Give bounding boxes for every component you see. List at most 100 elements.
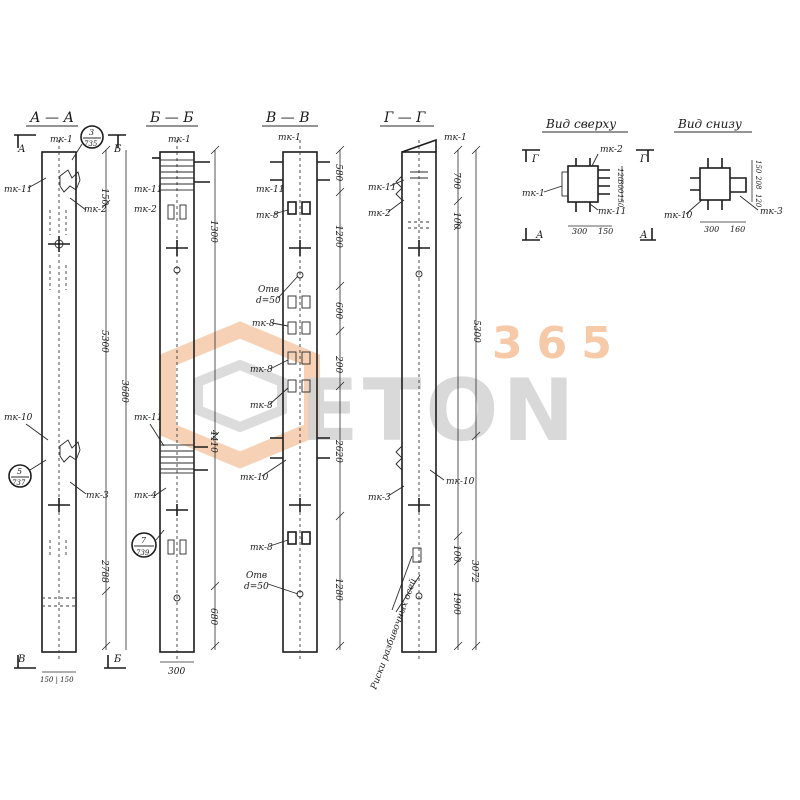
label-gg-mk2: тк-2 <box>368 209 391 219</box>
watermark: 365 ETON <box>160 318 626 469</box>
bottom-view-title: Вид снизу <box>677 117 742 131</box>
dim-vv-600: 600 <box>333 302 343 319</box>
section-vv: В — В тк-1 тк-11 тк-8 Отв d=50 тк-8 т <box>240 110 345 660</box>
label-bb-mk11b: тк-11 <box>134 413 162 423</box>
dim-aa-150: 150 <box>99 188 109 205</box>
section-vv-title: В — В <box>265 110 309 126</box>
dim-gg-100b: 100 <box>451 545 461 562</box>
dim-gg-5300: 5300 <box>471 320 481 343</box>
label-vv-otv2d: d=50 <box>244 582 269 592</box>
label-vv-mk8b: тк-8 <box>252 319 275 329</box>
ref-aa-2-top: 5 <box>17 467 22 476</box>
dim-bb-1300: 1300 <box>208 220 218 243</box>
label-bb-mk2: тк-2 <box>134 205 157 215</box>
watermark-brand: ETON <box>300 361 579 461</box>
dim-bb-4410: 4410 <box>208 429 218 453</box>
top-dim-150: 150 <box>598 227 613 236</box>
dim-aa-5300: 5300 <box>99 330 109 353</box>
dim-gg-3072: 3072 <box>469 560 479 583</box>
dim-vv-2620: 2620 <box>333 439 343 463</box>
top-cut-a1: А <box>535 230 544 241</box>
ref-circle-aa-2 <box>8 464 32 488</box>
top-label-mk2: тк-2 <box>600 145 623 155</box>
label-gg-mk10: тк-10 <box>446 477 475 487</box>
dim-vv-1200: 1200 <box>333 225 343 248</box>
label-gg-mk11: тк-11 <box>368 183 396 193</box>
ref-circle-bb <box>131 532 157 558</box>
label-vv-otv1d: d=50 <box>256 296 281 306</box>
section-aa-title: А — А <box>29 110 74 126</box>
dim-bb-680: 680 <box>208 608 218 625</box>
watermark-hex-logo <box>160 321 320 469</box>
bottom-view: Вид снизу тк-10 тк-3 300 160 208 150 120 <box>664 117 783 234</box>
dim-vv-580: 580 <box>333 164 343 181</box>
dim-vv-200: 200 <box>333 355 343 373</box>
dim-gg-100a: 100 <box>451 212 461 229</box>
bottom-label-mk3: тк-3 <box>760 207 783 217</box>
label-bb-mk4: тк-4 <box>134 491 157 501</box>
dim-bb-300: 300 <box>168 667 185 677</box>
section-gg-title: Г — Г <box>383 110 426 126</box>
section-aa: А — А А Б тк-1 тк-11 тк-2 тк-10 тк-3 <box>4 110 129 684</box>
dim-aa-2788: 2788 <box>99 559 109 583</box>
dim-vv-1280: 1280 <box>333 578 343 601</box>
label-aa-mk10: тк-10 <box>4 413 33 423</box>
bottom-dim-150: 150 <box>754 160 762 174</box>
top-label-mk1: тк-1 <box>522 189 545 199</box>
ref-bb-top: 7 <box>141 536 147 545</box>
top-label-mk11: тк-11 <box>598 207 626 217</box>
dim-aa-3680: 3680 <box>119 380 129 403</box>
ref-aa-2-bot: 737 <box>12 479 26 487</box>
label-aa-mk11: тк-11 <box>4 185 32 195</box>
top-view: Вид сверху Г Г А А тк-2 тк-1 тк-11 300 1… <box>522 117 656 241</box>
label-gg-mk1: тк-1 <box>444 133 467 143</box>
top-dim-120: 120 <box>616 168 624 182</box>
label-vv-otv1: Отв <box>258 285 279 295</box>
label-gg-note: Риски разбивочных осей <box>368 577 419 692</box>
ref-bb-bot: 739 <box>136 549 150 557</box>
section-bb-title: Б — Б <box>149 110 193 126</box>
dim-gg-700: 700 <box>451 172 461 189</box>
label-vv-mk10: тк-10 <box>240 473 269 483</box>
section-bb: Б — Б тк-1 тк-11 тк-2 тк-11 тк-4 7 73 <box>104 110 220 677</box>
cut-label-bb-b: Б <box>113 654 122 665</box>
cut-label-b: Б <box>113 144 122 155</box>
top-view-body <box>567 165 599 203</box>
label-aa-mk1: тк-1 <box>50 135 73 145</box>
top-cut-a2: А <box>639 230 648 241</box>
dim-gg-1900: 1900 <box>451 592 461 615</box>
label-vv-otv2: Отв <box>246 571 267 581</box>
dim-aa-150-150: 150 | 150 <box>40 676 74 684</box>
label-vv-mk8d: тк-8 <box>250 401 273 411</box>
bottom-dim-120: 120 <box>754 194 762 208</box>
label-vv-mk8a: тк-8 <box>256 211 279 221</box>
bottom-view-body <box>699 167 731 201</box>
top-dim-150v: 150 <box>616 194 624 208</box>
top-dim-300v: 300 <box>616 180 624 194</box>
top-dim-300: 300 <box>572 227 587 236</box>
label-bb-mk11a: тк-11 <box>134 185 162 195</box>
label-aa-mk3: тк-3 <box>86 491 109 501</box>
label-aa-mk2: тк-2 <box>84 205 107 215</box>
ref-aa-1-top: 3 <box>89 128 94 137</box>
bottom-dim-300: 300 <box>704 225 719 234</box>
cut-label-v: В <box>17 654 25 665</box>
label-vv-mk1: тк-1 <box>278 133 301 143</box>
bottom-dim-208: 208 <box>754 175 762 190</box>
label-vv-mk8c: тк-8 <box>250 365 273 375</box>
label-vv-mk8e: тк-8 <box>250 543 273 553</box>
bottom-label-mk10: тк-10 <box>664 211 693 221</box>
ref-aa-1-bot: 735 <box>84 140 98 148</box>
watermark-hex-inner <box>193 359 287 433</box>
label-vv-mk11: тк-11 <box>256 185 284 195</box>
cut-label-a: А <box>17 144 26 155</box>
top-view-title: Вид сверху <box>545 117 616 131</box>
watermark-number: 365 <box>492 318 626 369</box>
ref-circle-aa-1 <box>80 125 104 149</box>
top-cut-g2: Г <box>639 154 647 165</box>
bottom-dim-160: 160 <box>730 225 745 234</box>
label-bb-mk1: тк-1 <box>168 135 191 145</box>
top-cut-g1: Г <box>531 154 539 165</box>
label-gg-mk3: тк-3 <box>368 493 391 503</box>
